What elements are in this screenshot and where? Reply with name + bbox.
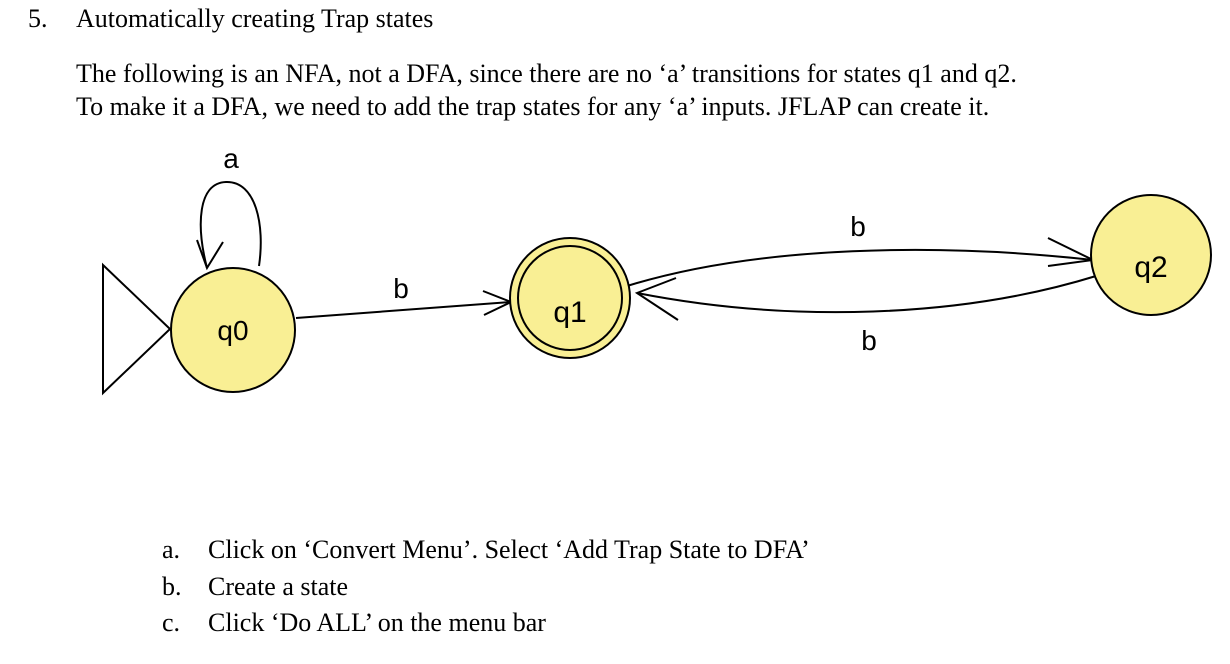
section-heading: 5. Automatically creating Trap states [28, 2, 433, 36]
transition-q0-q0-arrowhead [196, 239, 224, 271]
transition-q1-q2-label: b [850, 211, 866, 242]
step-item: c. Click ‘Do ALL’ on the menu bar [162, 605, 810, 642]
state-q2[interactable]: q2 [1090, 194, 1212, 316]
state-q1-outer-circle [509, 237, 631, 359]
step-item: a. Click on ‘Convert Menu’. Select ‘Add T… [162, 532, 810, 569]
transition-q2-q1-label: b [861, 325, 877, 356]
step-text: Click ‘Do ALL’ on the menu bar [208, 608, 546, 637]
section-number: 5. [28, 4, 48, 33]
intro-line-1: The following is an NFA, not a DFA, sinc… [76, 59, 1017, 88]
state-q0-label: q0 [217, 315, 248, 346]
transition-q0-q0-loop [199, 180, 262, 269]
state-q0[interactable]: q0 [170, 267, 296, 393]
state-q2-circle [1090, 194, 1212, 316]
intro-paragraph: The following is an NFA, not a DFA, sinc… [76, 57, 1226, 123]
step-marker: c. [162, 608, 181, 637]
instruction-steps: a. Click on ‘Convert Menu’. Select ‘Add T… [162, 532, 810, 642]
state-q1[interactable]: q1 [509, 237, 631, 359]
section-title: Automatically creating Trap states [76, 4, 434, 33]
transition-q1-q2-arrowhead [1047, 237, 1097, 267]
step-text: Create a state [208, 571, 349, 601]
intro-line-2: To make it a DFA, we need to add the tra… [76, 92, 990, 121]
state-q1-label: q1 [553, 296, 586, 329]
transition-q2-q1-arrowhead [634, 277, 679, 321]
state-q0-circle [170, 267, 296, 393]
state-q1-inner-circle [517, 245, 623, 351]
transition-q0-q1-label: b [393, 273, 409, 304]
step-item: b. Create a state [162, 569, 810, 606]
state-q2-label: q2 [1134, 251, 1167, 284]
step-marker: a. [162, 535, 181, 564]
start-state-arrow [102, 262, 172, 396]
step-text: Click on ‘Convert Menu’. Select ‘Add Tra… [208, 535, 810, 564]
transition-q2-q1-edge [636, 275, 1097, 314]
transition-q0-q1-edge [295, 301, 512, 319]
transition-q1-q2-edge [626, 248, 1094, 287]
step-marker: b. [162, 571, 182, 601]
transition-q0-q0-label: a [223, 143, 239, 174]
